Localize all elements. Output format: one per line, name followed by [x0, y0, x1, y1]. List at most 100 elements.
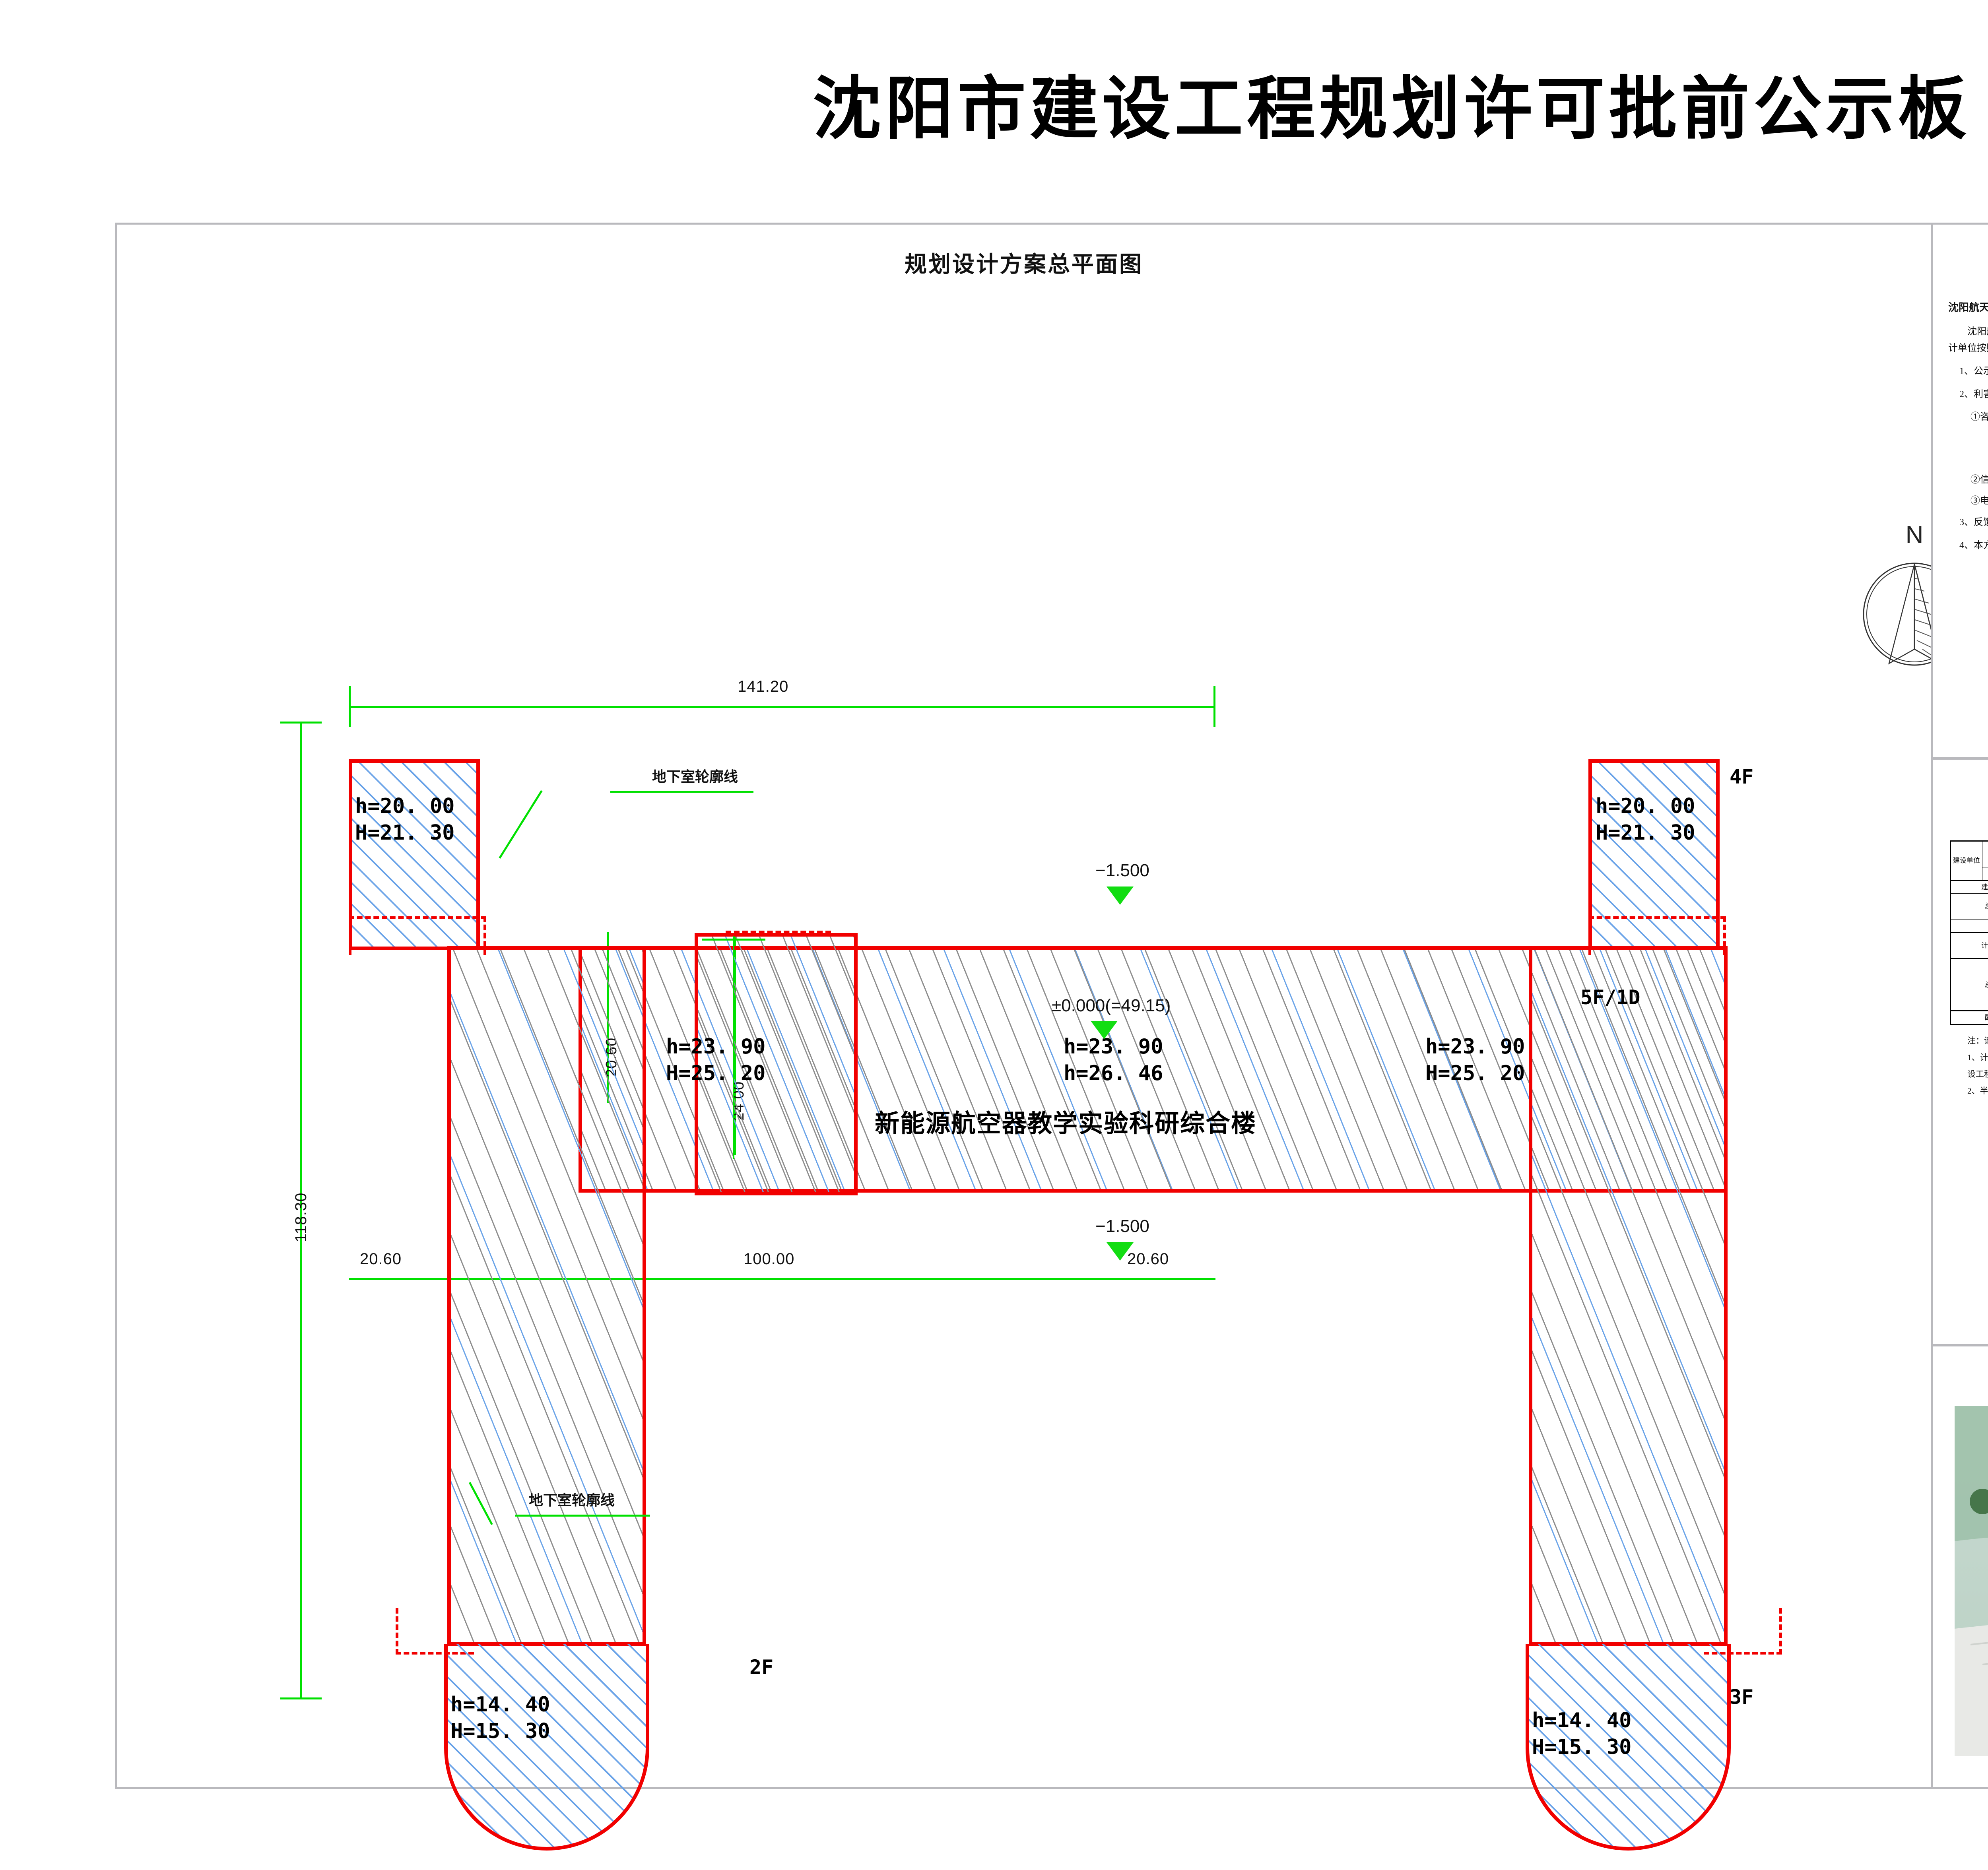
ne-h: h=20. 00 — [1596, 794, 1695, 818]
ne-H: H=21. 30 — [1596, 821, 1695, 845]
render-section: 鸟瞰图 — [1933, 1346, 1988, 1787]
label-west-bar-heights: h=23. 90 H=25. 20 — [666, 1034, 765, 1086]
core-axis-line — [733, 936, 734, 1159]
basement-dash-se — [1704, 1608, 1782, 1655]
indicator-notes: 注：请在办理建筑工程设计方案审定通知书及工程规划许可证时提供此表 1、计算建筑面… — [1950, 1025, 1988, 1099]
table-row: 绿地率（%）整个校园 38%（整个校园） — [1949, 919, 1988, 933]
notice-sub-4: ②信函请邮寄至：沈阳市沈北新区明珠路 1 号 沈阳市沈北新区人民政府主楼西大厅规… — [1971, 475, 1988, 485]
dim-tick-lb — [280, 1697, 322, 1699]
site-plan-panel: 规划设计方案总平面图 N — [117, 225, 1966, 1851]
cell-provided-parking-label: 配建停车位（个） — [1949, 1010, 1988, 1025]
notice-headline: 沈阳航天航空大学位于沈阳市沈北新区道义南大街 37 号，新能源航空器教学实验科研… — [1948, 302, 1988, 313]
notice-signature-org: 沈阳市自然资源局沈北分局 — [1948, 571, 1988, 592]
floor-label-sw: 2F — [749, 1656, 774, 1679]
cell-build-unit: 建设单位 — [1950, 840, 1982, 881]
panel-divider-vertical — [1931, 225, 1933, 1787]
right-column: 公示信息 沈阳航天航空大学位于沈阳市沈北新区道义南大街 37 号，新能源航空器教… — [1933, 225, 1988, 1787]
indicator-table-wrap: 填表日期：2021 年 11 月 26 日 建设单位 名称（公章） 新能源 — [1933, 824, 1988, 1099]
building-name-label: 新能源航空器教学实验科研综合楼 — [875, 1110, 1257, 1137]
label-sw-heights: h=14. 40 H=15. 30 — [450, 1692, 550, 1744]
fill-date-label: 填表日期：2021 年 11 月 26 日 — [1950, 824, 1988, 837]
table-row: 建设用地面积（㎡） 522119.00 商业面积（㎡） 商业比（%） — [1949, 879, 1988, 894]
notice-sub-1: ①咨询电话：审批部门：沈阳市自然资源局沈北分局，024-88085620； — [1971, 412, 1988, 422]
dim-tick-tl — [349, 686, 351, 727]
cell-name-seal-1: 名称（公章） — [1982, 840, 1988, 855]
table-row: 项目地址 沈阳航天航空大学 联系人 宋跃文 资质等级（建筑、规划） 甲级 联系人… — [1951, 854, 1988, 867]
notice-item-2: 2、利害关系人可在公示有效期内通过以下途径咨询或提出意见： — [1959, 389, 1988, 400]
floor-label-ne: 4F — [1730, 765, 1754, 788]
cell-far-gfa-label: 计容建筑面积（㎡） — [1949, 931, 1988, 959]
cell-land-area-label: 建设用地面积（㎡） — [1949, 879, 1988, 894]
notice-paragraph-1: 沈阳航天航空大学位于位于沈阳市沈北新区道义南大街 37 号，新能源航空器教学实验… — [1948, 326, 1988, 353]
elev-triangle-north — [1107, 887, 1134, 905]
elev-triangle-south — [1107, 1242, 1134, 1261]
elev-label-north: −1.500 — [1095, 861, 1149, 880]
block-center-core — [695, 933, 858, 1195]
dim-label-mid-right: 20.60 — [1127, 1250, 1169, 1268]
nw-h: h=20. 00 — [355, 794, 455, 818]
notice-title: 公示信息 — [1933, 241, 1988, 282]
west-H: H=25. 20 — [666, 1061, 766, 1085]
note-basement-top: 地下室轮廓线 — [652, 768, 738, 785]
birdseye-render-image — [1955, 1406, 1988, 1756]
notice-body: 沈阳航天航空大学位于沈阳市沈北新区道义南大街 37 号，新能源航空器教学实验科研… — [1933, 300, 1988, 613]
indicator-note-1: 1、计算建筑面积请严格按照《住宅设计规范》、《住宅建筑规范》、《建筑工程建筑面积… — [1967, 1052, 1988, 1079]
table-row: 建设单位 名称（公章） 新能源航空器教学实验科研综合楼 设计单位 名称（公章） … — [1950, 840, 1988, 881]
notice-item-4: 4、本方案涉及的利害关系人依法享有陈述、申辩以及申请听证等权利，逾期未申请则视为… — [1959, 540, 1988, 551]
basement-dash-sw — [396, 1608, 474, 1655]
elev-label-south: −1.500 — [1095, 1216, 1149, 1236]
cell-total-gfa-label-2: 总建筑面积（㎡） — [1949, 958, 1988, 1011]
floor-label-se: 3F — [1730, 1686, 1754, 1709]
west-h: h=23. 90 — [666, 1035, 766, 1059]
site-plan-title: 规划设计方案总平面图 — [905, 252, 1143, 277]
indicator-note-2: 2、半地下室、地下商业建筑面积计入容积率。 — [1967, 1086, 1988, 1096]
dim-line-left — [300, 722, 302, 1699]
elev-triangle-datum — [1091, 1021, 1118, 1039]
block-west-leg — [447, 946, 646, 1646]
se-H: H=15. 30 — [1532, 1735, 1632, 1759]
notice-sub-5: ③电子邮箱：sbxqghjzl@163.com。 — [1971, 496, 1988, 506]
cell-dev-cert-label: 开发资质证号 — [1982, 867, 1988, 881]
elev-label-datum: ±0.000(=49.15) — [1052, 996, 1171, 1015]
sw-h: h=14. 40 — [450, 1693, 550, 1717]
north-letter: N — [1905, 521, 1924, 549]
floor-label-east: 5F/1D — [1580, 986, 1640, 1009]
label-east-bar-heights: h=23. 90 H=25. 20 — [1425, 1034, 1525, 1086]
east-h: h=23. 90 — [1425, 1035, 1525, 1059]
notice-item-1: 1、公示及收集意见日期：2021 年 11 月 29 日－－2021 年 12 … — [1959, 366, 1988, 376]
nw-H: H=21. 30 — [355, 821, 455, 845]
label-center-heights: h=23. 90 h=26. 46 — [1064, 1034, 1163, 1086]
core-axis-top — [702, 939, 765, 941]
se-h: h=14. 40 — [1532, 1709, 1632, 1732]
dim-line-mid — [349, 1278, 1215, 1280]
dim-label-left-height: 118.30 — [292, 1192, 310, 1242]
notice-signature-date: 2021 年 11 月 29 日 — [1948, 592, 1988, 613]
notice-sub-3: 设计单位：辽宁省建筑设计研究院有限责任公司，024-23392468； — [1948, 451, 1988, 468]
cell-total-gfa-label: 总建筑面积（㎡） — [1949, 893, 1988, 919]
east-H: H=25. 20 — [1425, 1061, 1525, 1085]
cell-project-addr-label: 项目地址 — [1982, 854, 1988, 867]
render-title: 鸟瞰图 — [1933, 1358, 1988, 1398]
site-plan-drawing: 141.20 118.30 20.60 100.00 20.60 20.60 2… — [117, 225, 1930, 1851]
block-east-leg — [1529, 946, 1728, 1646]
table-row: 配建停车位（个） 52 地上停车位 52 — [1949, 1010, 1988, 1025]
indicator-title: 主要经济技术指标 — [1933, 772, 1988, 811]
economic-indicator-table: 建设单位 名称（公章） 新能源航空器教学实验科研综合楼 设计单位 名称（公章） … — [1949, 840, 1988, 1025]
table-row: 总建筑面积（㎡） 地上建筑面积（㎡） 30736.33 教学用房面积（㎡） 30… — [1949, 958, 1988, 1011]
label-nw-heights: h=20. 00 H=21. 30 — [355, 793, 454, 846]
dim-tick-lt — [280, 722, 322, 724]
notice-sub-2: 建设单位：沈阳航天航空大学，024-89724466； — [1948, 430, 1988, 446]
basement-dash-ne — [1588, 916, 1726, 955]
notice-section: 公示信息 沈阳航天航空大学位于沈阳市沈北新区道义南大街 37 号，新能源航空器教… — [1933, 225, 1988, 757]
center-core-dashed-top — [726, 931, 831, 933]
basement-outline-top — [610, 791, 753, 793]
basement-dash-nw — [349, 916, 486, 955]
dim-label-mid-center: 100.00 — [744, 1250, 795, 1268]
section-divider-2 — [1933, 1344, 1988, 1346]
dim-label-top-width: 141.20 — [738, 678, 789, 695]
dim-label-mid-left: 20.60 — [360, 1250, 402, 1268]
block-sw-drum — [444, 1644, 649, 1851]
indicator-note-0: 注：请在办理建筑工程设计方案审定通知书及工程规划许可证时提供此表 — [1967, 1036, 1988, 1046]
table-row: 计容建筑面积（㎡） 32966.33 地上（㎡） 30736.33 容积率 0.… — [1949, 931, 1988, 959]
